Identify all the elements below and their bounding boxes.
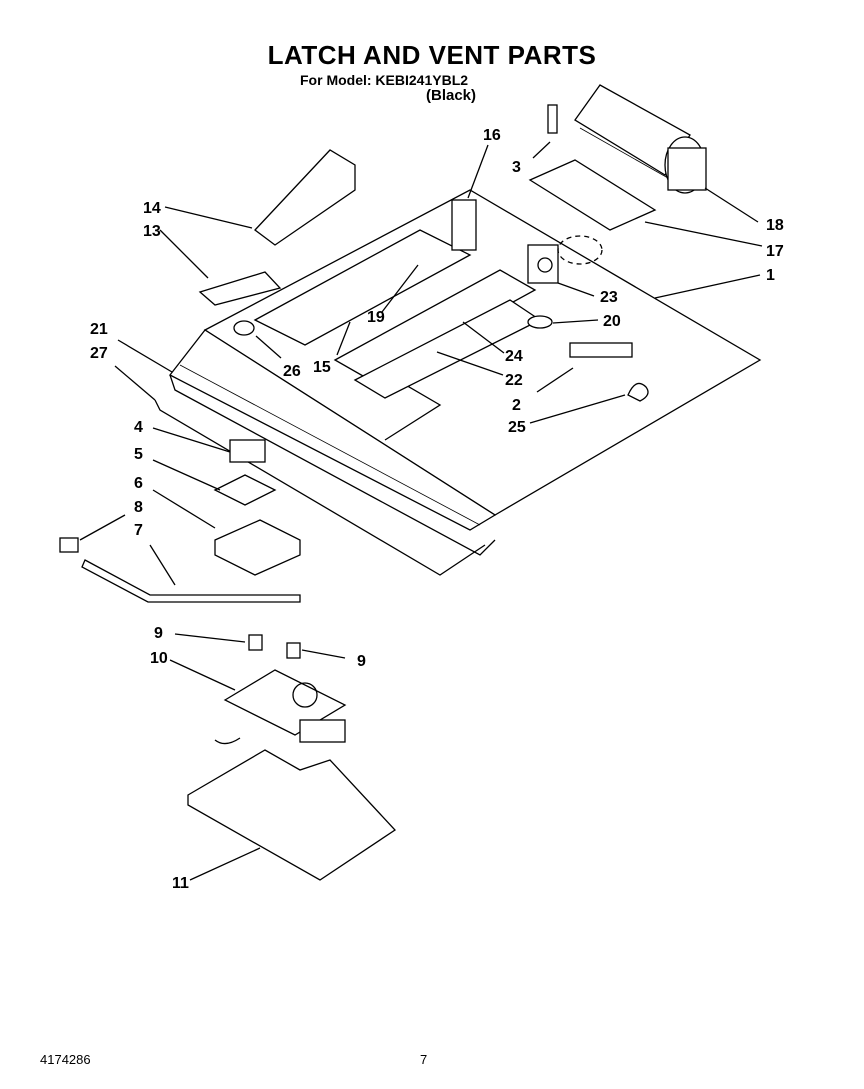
page-title: LATCH AND VENT PARTS (267, 40, 597, 70)
callout-3: 3 (512, 159, 521, 176)
callout-22: 22 (505, 372, 523, 389)
callout-24: 24 (505, 348, 523, 365)
callout-20: 20 (603, 313, 621, 330)
model-line: For Model: KEBI241YBL2 (300, 72, 469, 88)
callout-1: 1 (766, 267, 775, 284)
callout-10: 10 (150, 650, 168, 667)
shield-13 (198, 271, 282, 306)
clip-3 (547, 104, 558, 134)
callout-6: 6 (134, 475, 143, 492)
blower-motor-part (574, 84, 707, 194)
callout-19: 19 (367, 309, 385, 326)
leader-lines (79, 141, 763, 881)
callout-25: 25 (508, 419, 526, 436)
spacer-9a (248, 634, 263, 651)
bracket-16 (451, 199, 477, 251)
switch-4 (229, 439, 266, 463)
callout-15: 15 (313, 359, 331, 376)
cover-plate-11 (187, 749, 396, 881)
callout-13: 13 (143, 223, 161, 240)
callout-11: 11 (172, 875, 189, 892)
bracket-2 (569, 342, 633, 358)
bracket-23 (527, 244, 559, 284)
latch-mechanism-10 (214, 669, 347, 745)
callout-2: 2 (512, 397, 521, 414)
clip-8 (59, 537, 79, 553)
duct-14 (254, 149, 356, 246)
callout-23: 23 (600, 289, 618, 306)
document-number: 4174286 (40, 1052, 91, 1067)
callout-17: 17 (766, 243, 784, 260)
dashed-ring (557, 235, 603, 265)
callout-21: 21 (90, 321, 108, 338)
grommet-26 (233, 320, 255, 336)
vent-channel-parts (253, 229, 542, 399)
bracket-23-hole (537, 257, 553, 273)
part-20 (527, 315, 553, 329)
callout-7: 7 (134, 522, 143, 539)
spacer-9b (286, 642, 301, 659)
callout-9-right: 9 (357, 653, 366, 670)
clip-25 (627, 382, 649, 402)
callout-8: 8 (134, 499, 143, 516)
callout-9-left: 9 (154, 625, 163, 642)
plate-17 (528, 159, 657, 231)
bracket-6 (214, 519, 301, 576)
insulator-5 (213, 474, 277, 506)
callout-18: 18 (766, 217, 784, 234)
callout-14: 14 (143, 200, 161, 217)
callout-4: 4 (134, 419, 143, 436)
callout-27: 27 (90, 345, 108, 362)
callout-16: 16 (483, 127, 501, 144)
callout-26: 26 (283, 363, 301, 380)
variant-label: (Black) (426, 87, 477, 104)
page-number: 7 (420, 1052, 428, 1067)
link-7 (81, 559, 301, 603)
callout-5: 5 (134, 446, 143, 463)
